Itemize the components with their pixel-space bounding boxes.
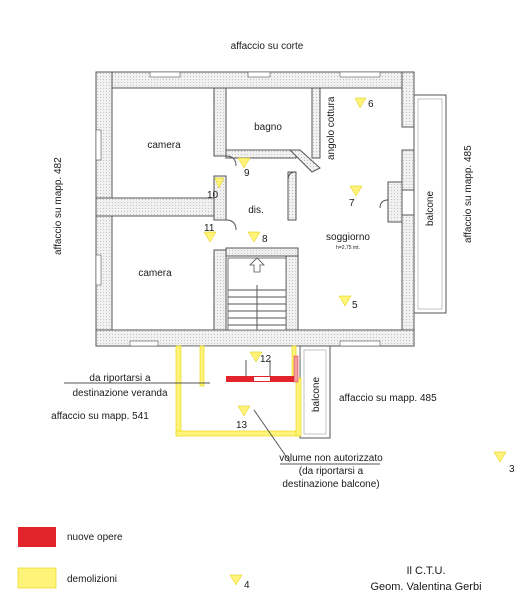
label-volume-line2: (da riportarsi a bbox=[299, 466, 364, 477]
room-camera-top: camera bbox=[147, 140, 181, 151]
room-bagno: bagno bbox=[254, 122, 282, 133]
viewpoint-3: 3 bbox=[509, 464, 515, 475]
room-soggiorno-height: h=2,75 mt. bbox=[336, 245, 360, 251]
viewpoint-5-marker bbox=[338, 295, 352, 307]
label-bottom-left: affaccio su mapp. 541 bbox=[51, 411, 149, 422]
viewpoint-7: 7 bbox=[349, 198, 355, 209]
legend-red-label: nuove opere bbox=[67, 532, 123, 543]
windows bbox=[95, 71, 381, 347]
viewpoint-13: 13 bbox=[236, 420, 248, 431]
room-angolo-cottura: angolo cottura bbox=[326, 96, 337, 160]
legend: nuove opere demolizioni bbox=[17, 527, 123, 589]
walls bbox=[95, 71, 415, 347]
label-veranda-line1: da riportarsi a bbox=[89, 373, 151, 384]
viewpoint-9-marker bbox=[237, 157, 251, 169]
viewpoint-6-marker bbox=[354, 97, 367, 109]
label-volume-line1: volume non autorizzato bbox=[279, 453, 383, 464]
label-veranda-line2: destinazione veranda bbox=[72, 388, 168, 399]
viewpoint-8-marker bbox=[247, 231, 261, 243]
viewpoint-10-marker bbox=[214, 177, 225, 189]
balcone-right bbox=[413, 94, 447, 314]
viewpoint-4-marker bbox=[229, 574, 243, 586]
viewpoint-9: 9 bbox=[244, 168, 250, 179]
label-right: affaccio su mapp. 485 bbox=[463, 145, 474, 243]
viewpoint-12-marker bbox=[249, 351, 263, 363]
viewpoint-4: 4 bbox=[244, 580, 250, 591]
legend-red-swatch bbox=[18, 527, 56, 547]
new-works bbox=[226, 355, 299, 383]
viewpoint-11-marker bbox=[203, 231, 217, 243]
viewpoint-12: 12 bbox=[260, 354, 272, 365]
label-top: affaccio su corte bbox=[231, 41, 304, 52]
viewpoint-markers bbox=[203, 97, 507, 586]
label-bottom-right: affaccio su mapp. 485 bbox=[339, 393, 437, 404]
viewpoint-6: 6 bbox=[368, 99, 374, 110]
room-soggiorno: soggiorno bbox=[326, 232, 370, 243]
viewpoint-11: 11 bbox=[204, 223, 215, 234]
viewpoint-10: 10 bbox=[207, 190, 219, 201]
signature-title: Il C.T.U. bbox=[406, 565, 445, 577]
viewpoint-7-marker bbox=[349, 185, 363, 197]
staircase bbox=[227, 257, 287, 331]
viewpoint-3-marker bbox=[493, 451, 507, 463]
doors bbox=[225, 155, 389, 231]
viewpoint-8: 8 bbox=[262, 234, 268, 245]
label-volume-line3: destinazione balcone) bbox=[282, 479, 379, 490]
room-dis: dis. bbox=[248, 205, 264, 216]
signature-name: Geom. Valentina Gerbi bbox=[370, 581, 481, 593]
room-balcone-right: balcone bbox=[425, 191, 436, 226]
legend-yellow-label: demolizioni bbox=[67, 574, 117, 585]
viewpoint-13-marker bbox=[237, 405, 251, 417]
room-camera-bottom: camera bbox=[138, 268, 172, 279]
label-left: affaccio su mapp. 482 bbox=[53, 157, 64, 255]
leader-lines bbox=[64, 382, 291, 463]
viewpoint-5: 5 bbox=[352, 300, 358, 311]
room-balcone-bottom: balcone bbox=[311, 377, 322, 412]
legend-yellow-swatch bbox=[17, 567, 57, 589]
